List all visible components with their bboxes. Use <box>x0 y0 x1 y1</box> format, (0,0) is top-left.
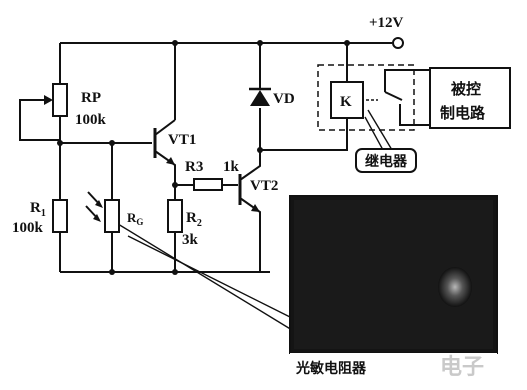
vt1-emitter-arrow <box>166 157 175 165</box>
relay-label: 继电器 <box>365 153 408 170</box>
junction-dot <box>257 40 263 46</box>
relay-coil-label: K <box>340 94 352 110</box>
leader-line <box>364 116 384 151</box>
junction-dot <box>344 40 350 46</box>
vt2-label: VT2 <box>250 178 278 194</box>
leader-line <box>127 235 293 319</box>
wiper-arrow-head <box>44 95 53 105</box>
photo-caption: 光敏电阻器 <box>295 360 367 377</box>
potentiometer-rp <box>52 83 68 117</box>
junction-dot <box>172 182 178 188</box>
vd-label: VD <box>273 91 295 107</box>
controlled-circuit-line1: 被控 <box>451 80 481 98</box>
photoresistor-image <box>438 267 472 307</box>
wire <box>154 150 176 200</box>
r1-value: 100k <box>12 220 44 236</box>
r2-value: 3k <box>182 232 199 248</box>
resistor-r2 <box>167 199 183 233</box>
rp-value: 100k <box>75 112 107 128</box>
wire <box>384 69 430 86</box>
vt1-label: VT1 <box>168 132 196 148</box>
photoresistor-rg <box>104 199 120 233</box>
junction-dot <box>57 140 63 146</box>
r1-name: R1 <box>30 200 46 219</box>
controlled-circuit-line2: 制电路 <box>440 104 486 122</box>
caption-strip <box>290 353 497 385</box>
junction-dot <box>257 147 263 153</box>
relay-contact <box>384 91 403 101</box>
vt2-emitter-arrow <box>251 204 260 212</box>
wire <box>239 124 348 181</box>
r2-name: R2 <box>186 210 202 229</box>
rp-name: RP <box>81 90 101 106</box>
controlled-circuit-box <box>429 67 511 129</box>
junction-dot <box>172 40 178 46</box>
r3-value: 1k <box>223 159 240 175</box>
diode-vd <box>250 90 270 106</box>
wire <box>399 110 430 126</box>
junction-dot <box>172 269 178 275</box>
junction-dot <box>109 269 115 275</box>
relay-label-box <box>355 148 417 173</box>
rg-name: RG <box>127 210 143 227</box>
wire <box>154 119 176 136</box>
r3-name: R3 <box>185 159 203 175</box>
junctions <box>57 40 350 275</box>
resistor-r3 <box>193 178 223 191</box>
supply-label: +12V <box>369 15 404 31</box>
watermark-text: 电子 <box>440 355 484 380</box>
supply-terminal <box>392 37 404 49</box>
leader-line <box>117 223 293 331</box>
light-arrow-heads <box>93 200 103 222</box>
resistor-r1 <box>52 199 68 233</box>
junction-dot <box>109 140 115 146</box>
